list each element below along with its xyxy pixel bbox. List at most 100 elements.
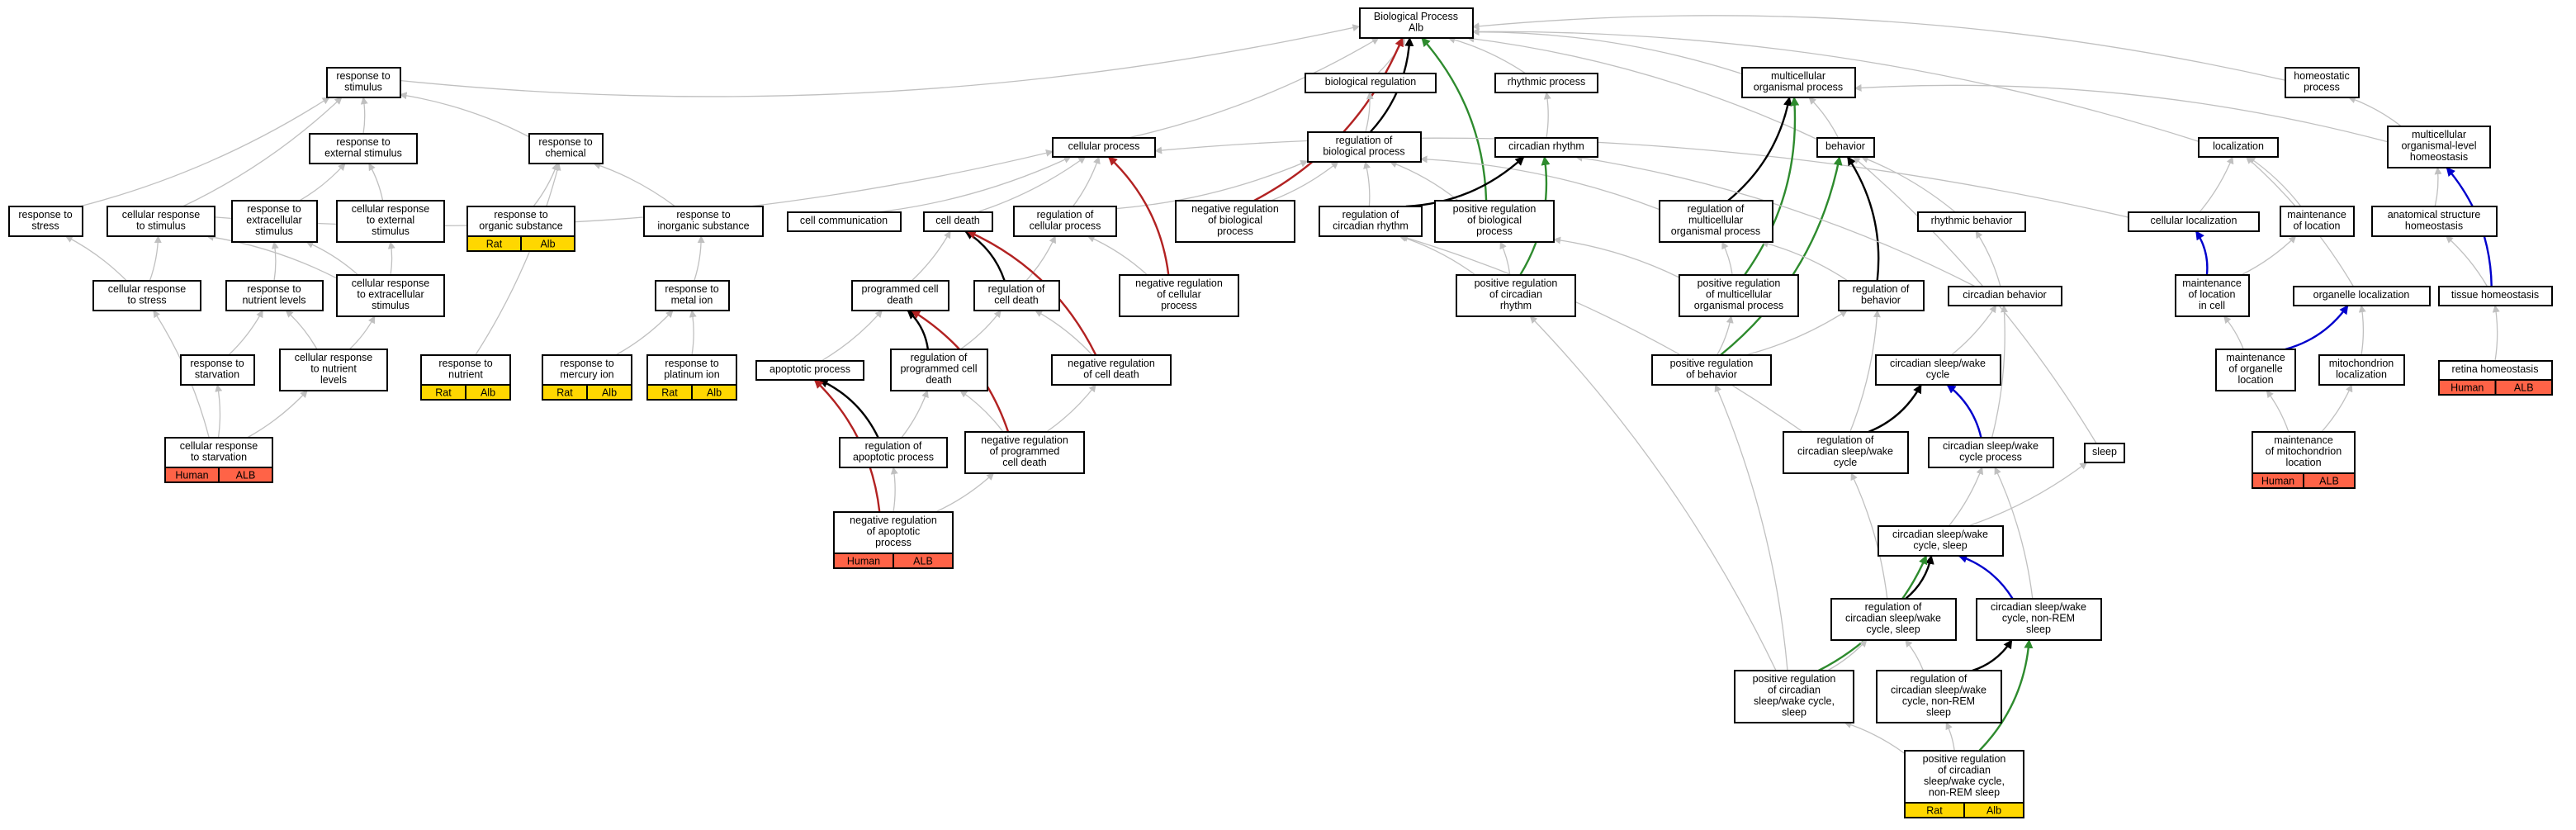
node-box — [1359, 7, 1474, 39]
relation-edge — [348, 315, 376, 350]
annotation-tag-cell — [465, 384, 511, 401]
relation-edge — [818, 378, 879, 439]
node-label-line: location — [2237, 374, 2273, 386]
relation-edge — [1553, 236, 1680, 278]
node-label-line: positive regulation — [1698, 277, 1781, 289]
node-label-line: cycle process — [1959, 452, 2022, 463]
node-label-line: response to — [18, 209, 72, 221]
node-label-line: starvation — [195, 369, 239, 381]
node-label-line: sleep/wake cycle, — [1754, 695, 1835, 707]
relation-edge — [64, 235, 127, 282]
node-box — [2128, 211, 2260, 232]
node-label-line: organismal process — [1754, 82, 1843, 93]
annotation-tag-label: Alb — [602, 387, 617, 399]
node-box — [336, 274, 445, 317]
node-label-line: response to — [190, 358, 244, 369]
node-label-line: multicellular — [2412, 129, 2466, 140]
relation-edge — [387, 241, 395, 276]
node-box — [839, 437, 948, 468]
relation-edge — [1975, 230, 2001, 287]
node-label-line: maintenance — [2182, 277, 2242, 289]
node-label-line: negative regulation — [1191, 203, 1279, 215]
node-box — [643, 206, 764, 237]
node-box — [851, 280, 949, 311]
node-label-line: organismal-level — [2401, 140, 2476, 152]
node-box — [225, 280, 324, 311]
annotation-tag-cell — [2494, 379, 2553, 396]
relation-edge — [285, 310, 318, 350]
go-term-node: biological regulation — [1305, 73, 1437, 93]
node-box — [2387, 126, 2491, 168]
relation-edge — [2266, 390, 2290, 433]
node-label-line: localization — [2213, 140, 2264, 152]
node-label-line: homeostasis — [2410, 151, 2468, 163]
node-box — [2252, 431, 2356, 474]
annotation-tag-label: Alb — [1986, 805, 2001, 817]
go-term-node: circadian rhythm — [1494, 137, 1598, 158]
node-label-line: behavior — [1861, 295, 1901, 306]
relation-edge — [1727, 96, 1792, 202]
node-label-line: metal ion — [671, 295, 713, 306]
node-label-line: cycle, sleep — [1913, 540, 1967, 552]
node-label-line: inorganic substance — [657, 221, 749, 232]
node-label-line: of circadian — [1938, 765, 1991, 776]
node-label-line: sleep — [2092, 446, 2117, 458]
node-label-line: to extracellular — [357, 289, 424, 301]
node-box — [231, 200, 318, 243]
relation-edge — [1945, 722, 1955, 752]
node-label-line: sleep — [2026, 624, 2051, 635]
relation-edge — [1127, 37, 1380, 139]
node-label-line: response to — [247, 203, 301, 215]
node-box — [1494, 73, 1598, 93]
relation-edge — [959, 310, 1002, 350]
relation-edge — [2195, 230, 2209, 276]
node-label-line: cellular response — [352, 277, 430, 289]
node-label-line: of multicellular — [1706, 289, 1772, 301]
annotation-tag-label: ALB — [913, 556, 933, 567]
node-label-line: circadian sleep/wake — [1797, 446, 1893, 458]
node-label-line: regulation of — [988, 283, 1045, 295]
node-label-line: cycle — [1926, 369, 1950, 381]
relation-edge — [2199, 156, 2234, 213]
node-box — [1734, 670, 1854, 723]
annotation-tag-label: Rat — [1926, 805, 1943, 817]
node-label-line: regulation of — [1911, 673, 1968, 685]
node-box — [309, 133, 418, 164]
node-label-line: circadian rhythm — [1333, 221, 1409, 232]
annotation-tag-label: Human — [175, 470, 208, 481]
relation-edge — [247, 390, 308, 439]
go-term-node: sleep — [2084, 443, 2125, 463]
node-label-line: circadian rhythm — [1508, 140, 1584, 152]
node-label-line: process — [1161, 300, 1197, 311]
relation-edge — [1948, 467, 1984, 527]
annotation-tag-label: Human — [2261, 476, 2294, 487]
node-label-line: process — [1217, 225, 1253, 237]
relation-edge — [1968, 462, 2088, 527]
node-label-line: sleep/wake cycle, — [1924, 775, 2005, 787]
annotation-tag-label: ALB — [236, 470, 256, 481]
relation-edge — [1087, 235, 1148, 276]
node-box — [973, 280, 1060, 311]
node-label-line: of cell death — [1083, 369, 1139, 381]
node-label-line: cell death — [994, 295, 1039, 306]
node-box — [92, 280, 201, 311]
relation-edge — [1846, 156, 1880, 282]
node-box — [2318, 354, 2405, 386]
node-label-line: response to — [538, 136, 592, 148]
go-term-node: apoptotic process — [755, 360, 864, 381]
node-label-line: response to — [247, 283, 301, 295]
node-label-line: cell death — [1002, 457, 1047, 468]
relation-edge — [901, 390, 929, 439]
node-box — [279, 349, 388, 391]
node-box — [420, 354, 511, 386]
node-label-line: organic substance — [479, 221, 563, 232]
node-label-line: extracellular — [246, 215, 301, 226]
